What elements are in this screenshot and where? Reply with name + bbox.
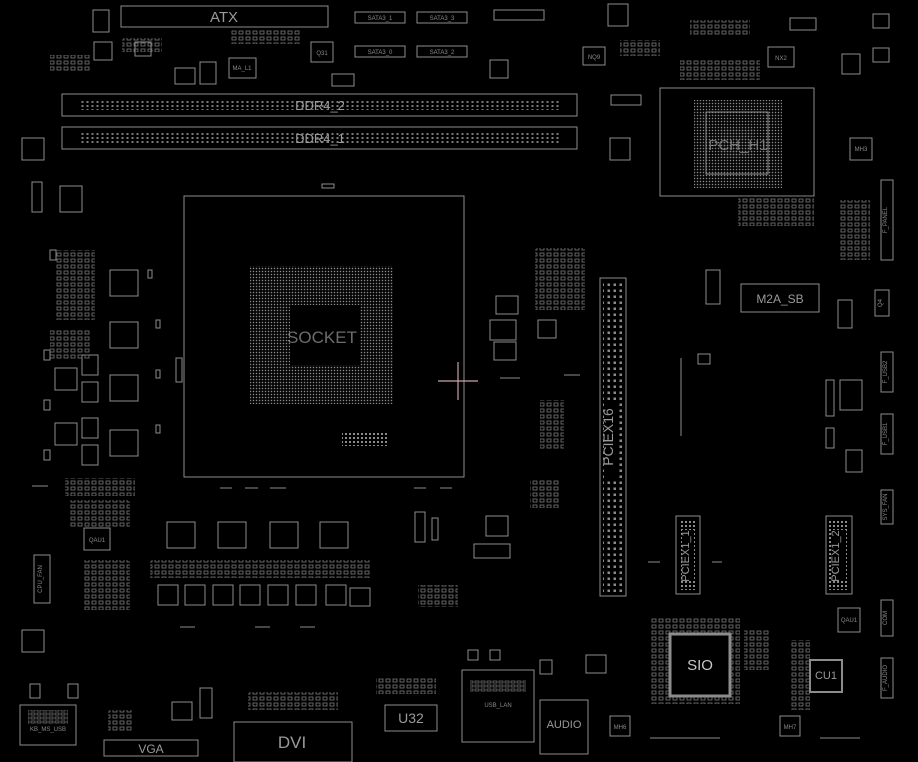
q4-label: Q4 (878, 298, 884, 307)
atx-label: ATX (210, 9, 238, 26)
ddr4-1-label: DDR4_1 (295, 131, 345, 146)
q4-box (874, 289, 890, 317)
f-audio-label: F_AUDIO (883, 665, 889, 691)
cpu-fan-label: CPU_FAN (38, 565, 44, 593)
sys-fan-label: SYS_FAN (883, 493, 889, 520)
mh3-label: MH3 (855, 147, 868, 153)
q31-box (310, 41, 334, 63)
f-panel-header (880, 179, 894, 261)
dvi-label: DVI (278, 733, 306, 752)
com-header (880, 599, 894, 637)
pcie-x1-2-slot (825, 515, 853, 595)
mh6-label: MH6 (614, 725, 627, 731)
nx2-label: NX2 (775, 56, 787, 62)
f-usb1-header (880, 413, 894, 455)
ddr4-2-slot (61, 93, 578, 117)
pcie-x16-label: PCIEX16 (600, 408, 616, 466)
vga-connector (103, 739, 199, 757)
vga-label: VGA (138, 742, 163, 756)
cpu-socket (183, 195, 465, 478)
pcie-x1-1-slot (675, 515, 701, 595)
svg-text:MA_L1: MA_L1 (232, 66, 252, 72)
q31-label: Q31 (316, 51, 328, 57)
sata-3 (416, 11, 468, 24)
socket-label: SOCKET (287, 328, 357, 347)
pch-label: PCH_H1 (708, 137, 767, 154)
pcie-x1-2-label: PCIEX1_2 (830, 530, 842, 581)
sio-chip (668, 632, 732, 698)
ddr4-2-label: DDR4_2 (295, 98, 345, 113)
pcie-x1-1-label: PCIEX1_1 (680, 530, 692, 581)
mh7-label: MH7 (784, 725, 797, 731)
sata-2 (416, 45, 468, 58)
cpu-fan-connector (33, 554, 51, 604)
sata-3-label: SATA3_3 (430, 16, 455, 22)
nx2-box (767, 46, 795, 68)
nq9-box (582, 46, 606, 66)
usb-lan-connector (461, 669, 535, 743)
sys-fan-header (880, 489, 894, 525)
qau1-b-box (837, 607, 861, 633)
small-box (92, 9, 110, 33)
sata-1-label: SATA3_1 (368, 16, 393, 22)
audio-label: AUDIO (547, 719, 582, 731)
sio-label: SIO (687, 657, 713, 674)
qau1-b-label: QAU1 (841, 618, 858, 624)
f-usb2-label: F_USB2 (883, 360, 889, 383)
f-audio-header (880, 657, 894, 699)
ddr4-1-slot (61, 126, 578, 150)
qau1-a-label: QAU1 (89, 538, 106, 544)
atx-connector (120, 5, 329, 28)
kb-ms-usb-connector (19, 704, 77, 746)
u32-chip (384, 704, 438, 732)
kb-ms-usb-label: KB_MS_USB (30, 727, 66, 733)
cu1-label: CU1 (815, 670, 837, 682)
pch-outline (659, 87, 815, 197)
f-usb2-header (880, 351, 894, 393)
pcie-x16-slot (599, 277, 627, 597)
f-panel-label: F_PANEL (883, 206, 889, 233)
audio-connector (539, 699, 589, 755)
sata-0-label: SATA3_0 (368, 50, 393, 56)
dvi-connector (233, 721, 353, 762)
m2a-sb-label: M2A_SB (756, 292, 803, 306)
usb-lan-label: USB_LAN (484, 703, 511, 709)
crosshair-cursor-icon (438, 362, 478, 400)
sata-2-label: SATA3_2 (430, 50, 455, 56)
u32-label: U32 (398, 710, 424, 726)
nq9-label: NQ9 (588, 55, 601, 61)
sata-1 (354, 11, 406, 24)
sata-0 (354, 45, 406, 58)
f-usb1-label: F_USB1 (883, 422, 889, 445)
com-label: COM (883, 611, 889, 625)
m2a-sb-slot (740, 283, 820, 313)
